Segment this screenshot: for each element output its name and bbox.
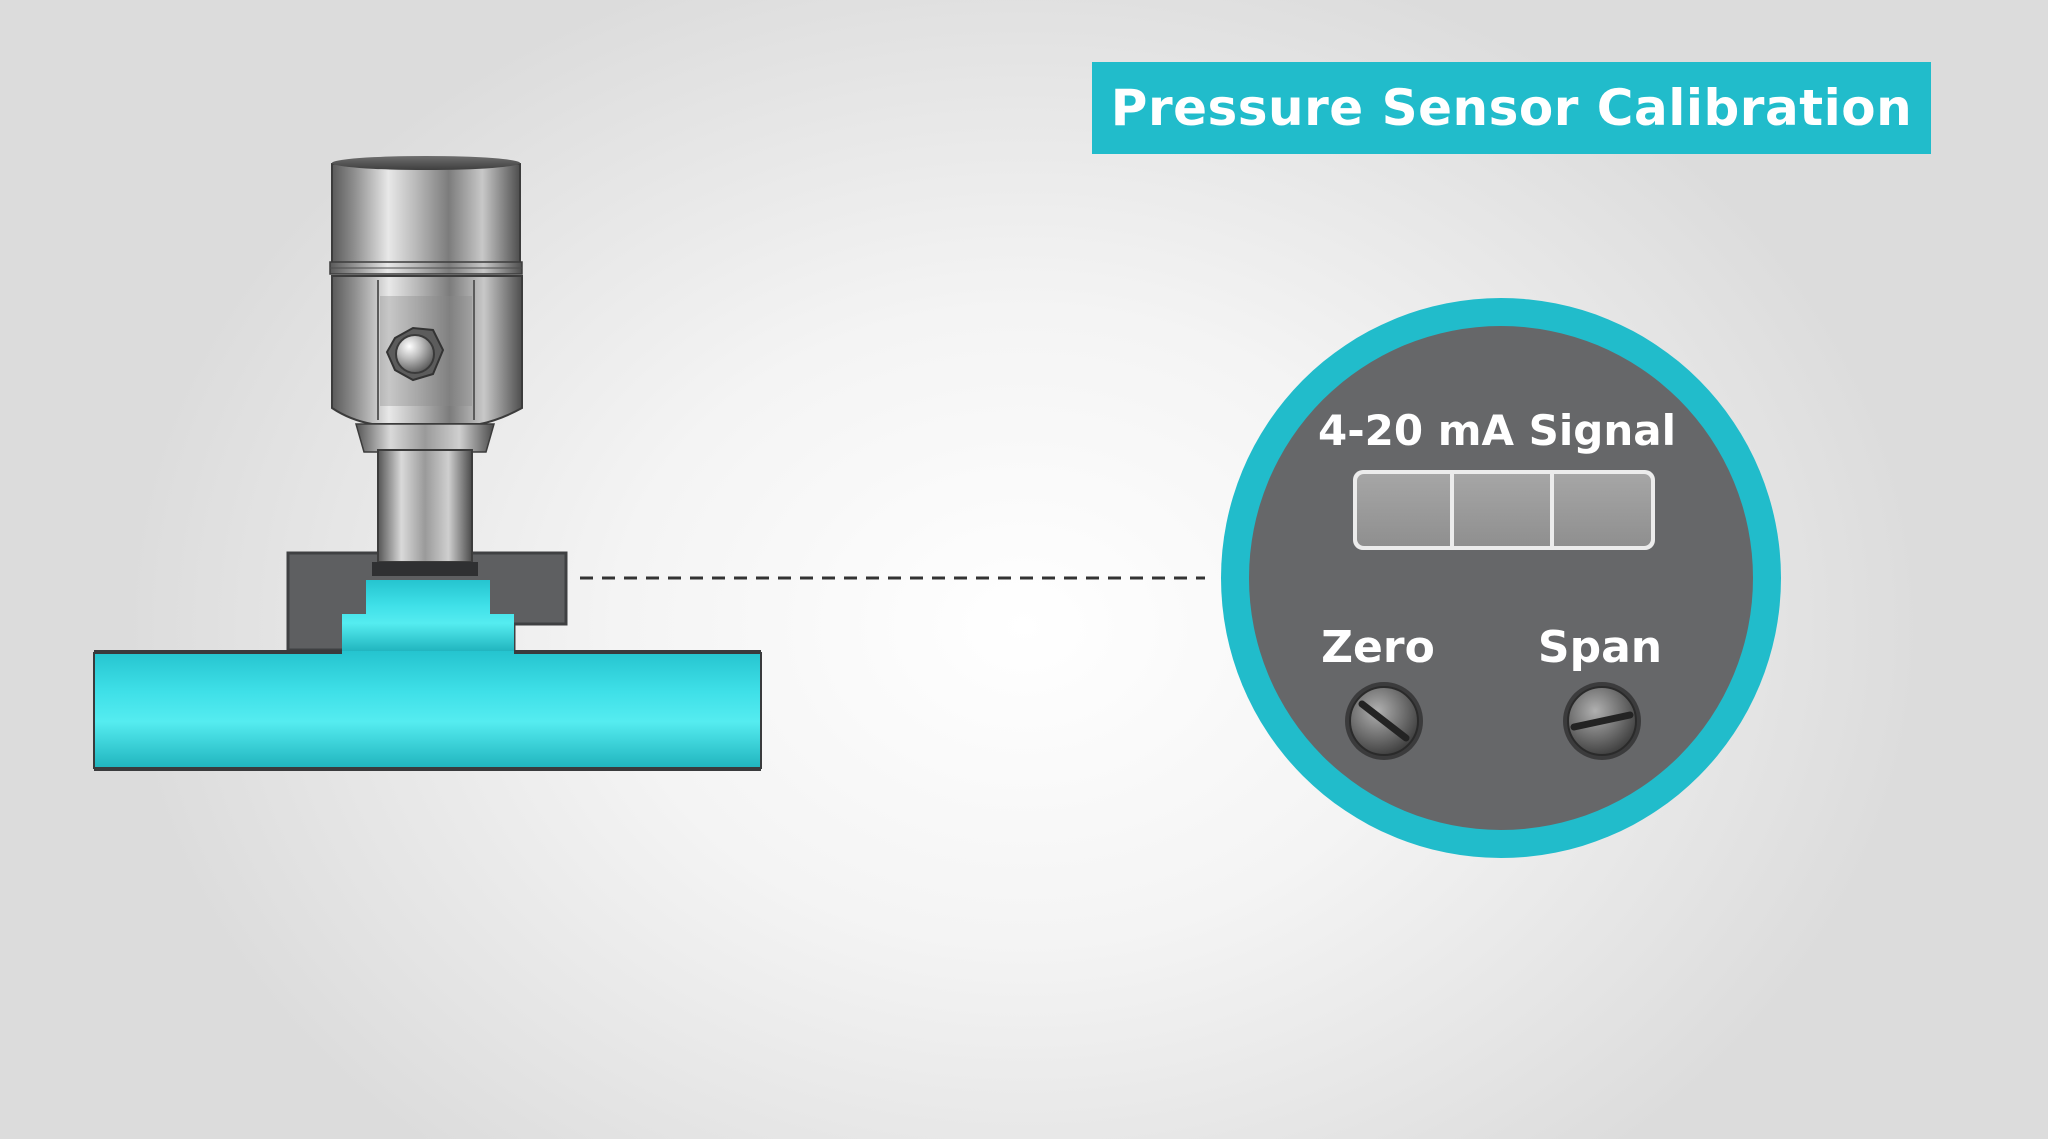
signal-bar-segment	[1550, 474, 1554, 546]
zero-adjust-screw-icon[interactable]	[1345, 682, 1423, 760]
zero-label: Zero	[1321, 622, 1435, 673]
signal-bar	[1353, 470, 1655, 550]
signal-bar-segment	[1450, 474, 1454, 546]
span-adjust-screw-icon[interactable]	[1563, 682, 1641, 760]
span-label: Span	[1538, 622, 1662, 673]
pressure-sensor	[286, 156, 568, 652]
transmitter-gauge: 4-20 mA Signal Zero Span	[1221, 298, 1781, 858]
title-banner: Pressure Sensor Calibration	[1092, 62, 1931, 154]
sensor-cap	[331, 157, 521, 273]
fluid-port	[342, 580, 514, 652]
signal-label: 4-20 mA Signal	[1318, 406, 1676, 455]
process-pipe	[93, 650, 762, 771]
sensor-stem	[377, 449, 473, 563]
hex-bolt-icon	[385, 326, 445, 382]
page-title: Pressure Sensor Calibration	[1110, 79, 1913, 137]
gauge-face	[1249, 326, 1753, 830]
